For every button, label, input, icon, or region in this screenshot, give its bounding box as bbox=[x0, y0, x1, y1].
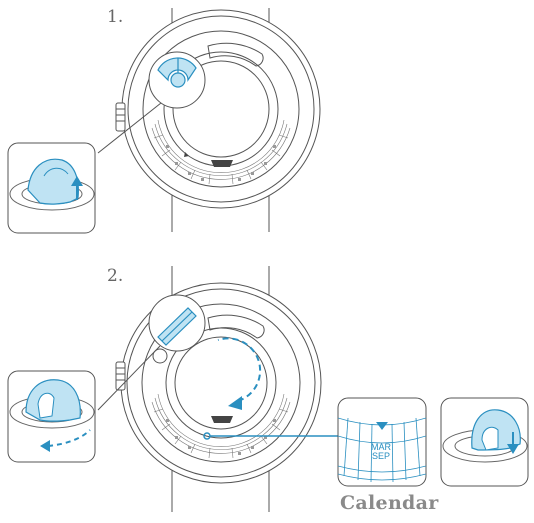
caption-title: Calendar bbox=[340, 492, 439, 514]
calendar-month-bottom: SEP bbox=[337, 451, 425, 461]
watch-step1 bbox=[98, 8, 320, 232]
step-number-2: 2. bbox=[107, 266, 123, 286]
detail-box-step2 bbox=[8, 371, 95, 462]
watch-step2 bbox=[98, 266, 321, 512]
detail-box-press bbox=[441, 398, 528, 486]
step-number-1: 1. bbox=[107, 7, 123, 27]
detail-box-step1 bbox=[8, 143, 95, 233]
